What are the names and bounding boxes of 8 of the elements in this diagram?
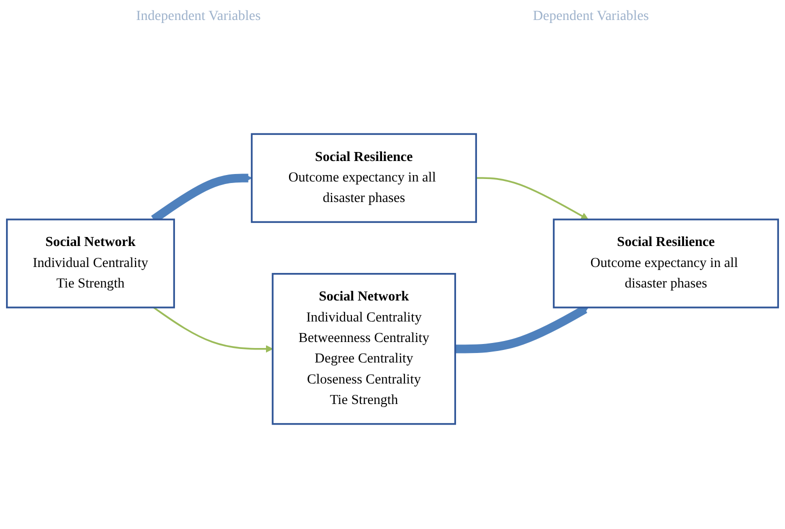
arrow [153,306,273,353]
node-box: Social Resilience Outcome expectancy in all disaster phases [552,218,779,308]
node-box: Social Network Individual Centrality Betweenness Centrality Degree Centrality Closeness Centrality Tie Strength [272,272,456,425]
column-heading: Dependent Variables [532,9,649,25]
node-box: Social Network Individual Centrality Tie Strength [6,218,175,308]
node-box: Social Resilience Outcome expectancy in all disaster phases [250,133,477,223]
arrow [476,177,588,220]
column-heading: Independent Variables [136,9,261,25]
